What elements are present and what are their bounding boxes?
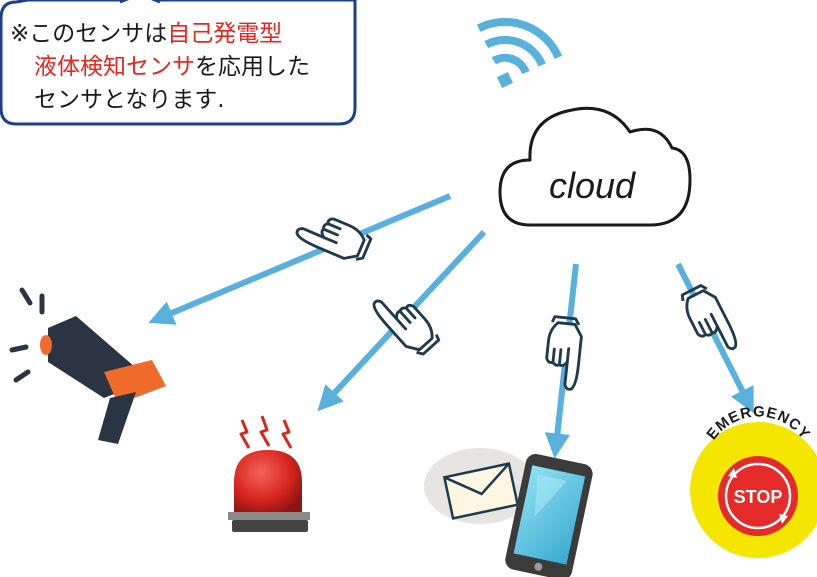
- note-line3: センサとなります.: [34, 87, 225, 113]
- megaphone-icon: [9, 287, 166, 444]
- emergency-stop-label: STOP: [734, 487, 783, 507]
- pointing-hand-icon: [368, 283, 443, 361]
- note-line1-highlight: 自己発電型: [167, 21, 283, 47]
- note-line2-highlight: 液体検知センサ: [34, 54, 195, 80]
- cloud-icon: [498, 106, 692, 227]
- cloud-label: cloud: [549, 165, 636, 206]
- emergency-stop-icon: EMERGENCY STOP: [690, 403, 817, 558]
- callout-box: [0, 0, 357, 126]
- note-line1-prefix: ※このセンサは: [10, 21, 168, 47]
- wifi-icon: [476, 17, 563, 88]
- note-line2-suffix: を応用した: [195, 54, 310, 80]
- smartphone-icon: [505, 453, 593, 577]
- siren-light-icon: [228, 415, 310, 532]
- sensor-note: ※このセンサは自己発電型 液体検知センサを応用した センサとなります.: [10, 18, 355, 117]
- arrow-to-megaphone: [148, 193, 452, 325]
- pointing-hand-icon: [677, 280, 742, 362]
- envelope-icon: [424, 448, 536, 530]
